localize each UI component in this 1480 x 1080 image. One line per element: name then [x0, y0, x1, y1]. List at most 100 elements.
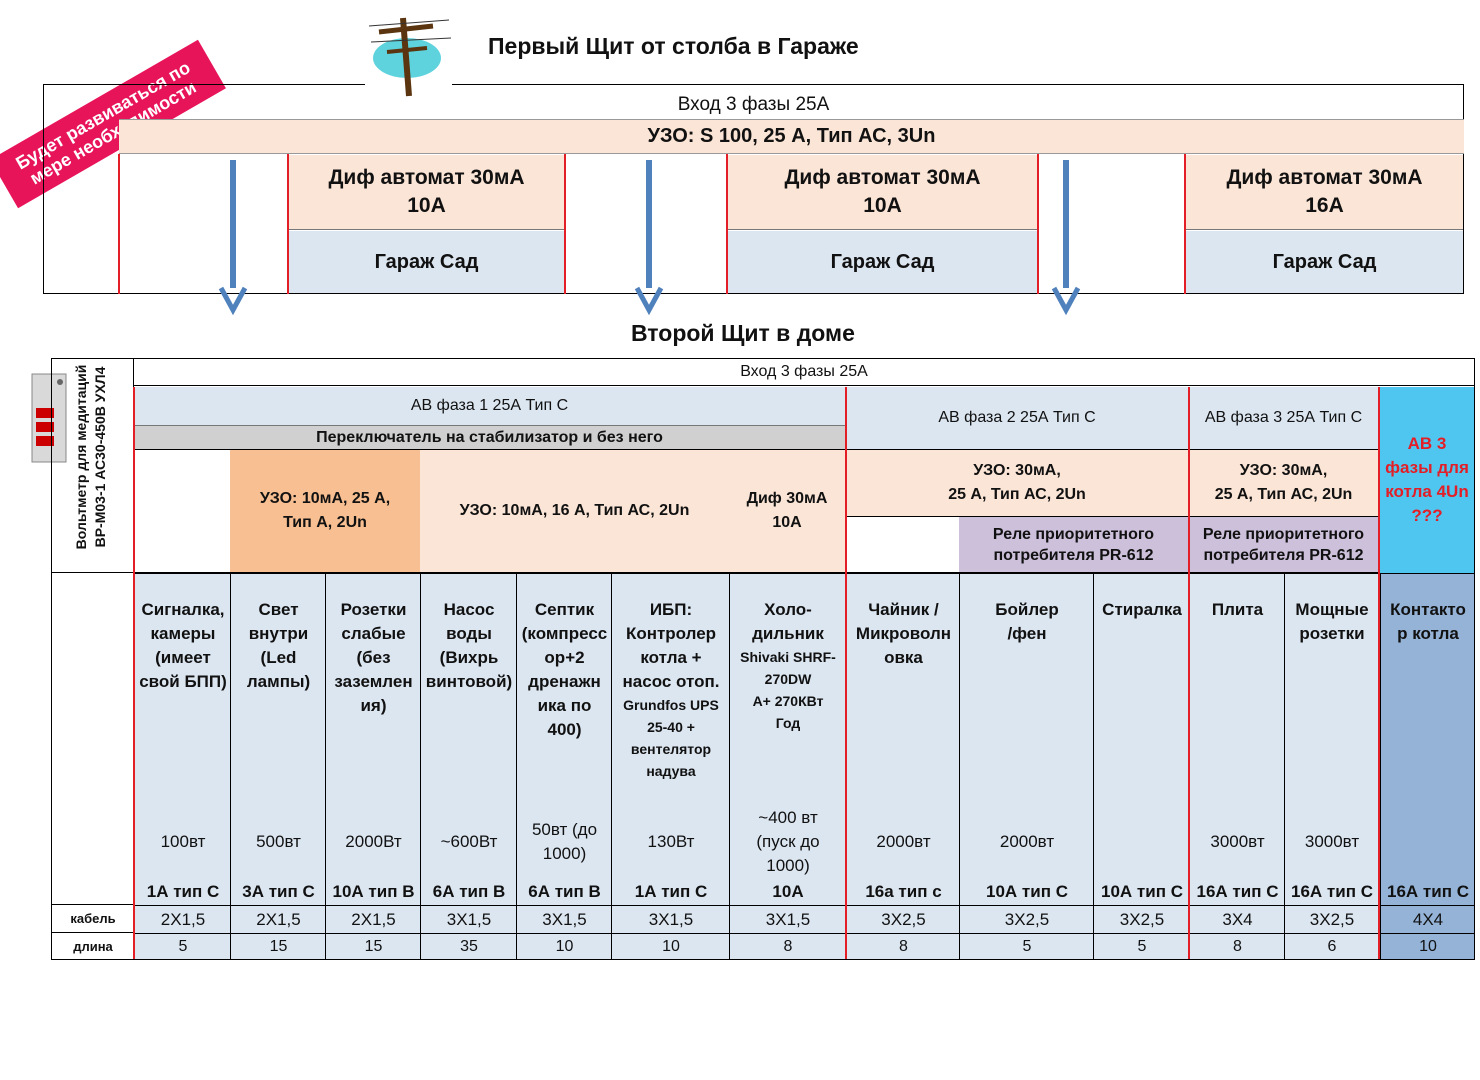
- circuit-cable: 3Х2,5: [960, 905, 1094, 933]
- circuit-cable: 3Х2,5: [1285, 905, 1379, 933]
- circuit-column: Сигналка, камеры (имеет свой БПП) 100вт 1А…: [134, 573, 231, 960]
- garage-breaker-2: Диф автомат 30мА 10А: [728, 155, 1037, 230]
- circuit-length: 5: [135, 933, 231, 960]
- circuit-cable: 3Х1,5: [612, 905, 730, 933]
- red-divider: [287, 154, 289, 294]
- circuit-name: Свет внутри (Led лампы): [246, 600, 311, 691]
- circuit-cable: 3Х2,5: [847, 905, 960, 933]
- garage-rcd: УЗО: S 100, 25 А, Тип АС, 3Un: [119, 119, 1464, 154]
- circuit-length: 15: [326, 933, 421, 960]
- circuit-power: [1094, 802, 1190, 882]
- circuit-model: Shivaki SHRF- 270DW А+ 270КВт Год: [740, 649, 836, 731]
- circuit-power: 2000вт: [999, 832, 1055, 851]
- garage-load-2: Гараж Сад: [728, 231, 1037, 293]
- circuit-name: Бойлер /фен: [995, 600, 1059, 643]
- priority-relay-2: Реле приоритетного потребителя PR-612: [1189, 516, 1378, 573]
- circuit-breaker: 16А тип С: [1291, 882, 1373, 901]
- circuit-column: ИБП: Контролер котла + насос отоп.Grundf…: [611, 573, 730, 960]
- house-panel-frame: [51, 358, 1475, 960]
- red-divider: [1037, 154, 1039, 294]
- rcd-sockets: УЗО: 10мА, 16 А, Тип АС, 2Un: [420, 449, 729, 573]
- phase1-breaker: АВ фаза 1 25А Тип С: [134, 387, 845, 425]
- circuit-cable: 3Х1,5: [730, 905, 846, 933]
- circuit-column: Свет внутри (Led лампы) 500вт 3А тип С 2Х1,…: [230, 573, 326, 959]
- garage-load-1: Гараж Сад: [289, 231, 564, 293]
- circuit-breaker: 10А тип В: [332, 882, 415, 901]
- garage-breaker-3: Диф автомат 30мА 16А: [1186, 155, 1463, 230]
- circuit-breaker: 6А тип В: [528, 882, 601, 901]
- length-row-label: длина: [52, 932, 134, 959]
- garage-breaker-1: Диф автомат 30мА 10А: [289, 155, 564, 230]
- red-divider: [1184, 154, 1186, 294]
- circuit-name: Стиралка: [1102, 600, 1182, 619]
- garage-panel-frame: [43, 85, 1464, 294]
- circuit-cable: 3Х1,5: [421, 905, 517, 933]
- red-divider: [726, 154, 728, 294]
- red-divider: [845, 387, 847, 959]
- circuit-power: 2000вт: [876, 832, 931, 851]
- house-panel-title: Второй Щит в доме: [631, 320, 855, 346]
- circuit-name: Контакто р котла: [1390, 600, 1466, 643]
- circuit-name: Септик (компресс ор+2 дренажн ика по 400…: [521, 600, 608, 739]
- red-divider: [564, 154, 566, 294]
- circuit-length: 8: [1190, 933, 1285, 960]
- circuit-power: ~600Вт: [440, 832, 498, 851]
- circuit-cable: 3Х4: [1190, 905, 1285, 933]
- garage-load-3: Гараж Сад: [1186, 231, 1463, 293]
- circuit-cable: 2Х1,5: [326, 905, 421, 933]
- cable-row-label: кабель: [52, 904, 134, 932]
- red-divider: [1378, 387, 1380, 959]
- circuit-name: ИБП: Контролер котла + насос отоп.: [622, 600, 720, 691]
- red-divider: [118, 154, 120, 294]
- boiler-3phase-breaker: АВ 3 фазы для котла 4Un ???: [1380, 387, 1474, 573]
- circuit-breaker: 3А тип С: [242, 882, 315, 901]
- rcd-phase3: УЗО: 30мА, 25 А, Тип АС, 2Un: [1189, 449, 1378, 516]
- circuit-breaker: 16А тип С: [1196, 882, 1279, 901]
- arrow-down-icon: [634, 160, 664, 316]
- circuit-cable: 3Х1,5: [517, 905, 612, 933]
- red-divider: [1188, 387, 1190, 959]
- circuit-power: [1381, 802, 1475, 882]
- garage-input-label: Вход 3 фазы 25А: [677, 94, 830, 115]
- circuit-length: 10: [612, 933, 730, 960]
- circuit-column: Септик (компресс ор+2 дренажн ика по 400…: [516, 573, 612, 960]
- circuit-breaker: 10А тип С: [986, 882, 1068, 901]
- circuit-cable: 2Х1,5: [231, 905, 326, 933]
- red-divider: [133, 387, 135, 959]
- garage-panel-title: Первый Щит от столба в Гараже: [488, 33, 859, 59]
- circuit-length: 10: [1381, 933, 1475, 960]
- circuit-breaker: 16А тип С: [1387, 882, 1469, 901]
- circuit-name: Чайник / Микроволн овка: [855, 600, 952, 667]
- circuit-breaker: 1А тип С: [146, 882, 220, 901]
- arrow-down-icon: [218, 160, 248, 316]
- phase2-breaker: АВ фаза 2 25А Тип С: [846, 387, 1188, 449]
- circuit-power: 130Вт: [647, 832, 695, 851]
- rcd-empty-cell: [134, 449, 230, 573]
- circuit-length: 5: [1094, 933, 1190, 960]
- circuit-cable: 4Х4: [1381, 905, 1475, 933]
- circuit-name: Сигналка, камеры (имеет свой БПП): [139, 600, 227, 691]
- circuit-cable: 2Х1,5: [135, 905, 231, 933]
- voltmeter-icon: [28, 372, 70, 464]
- circuit-breaker: 16а тип с: [865, 882, 942, 901]
- circuit-length: 8: [730, 933, 846, 960]
- circuit-name: Розетки слабые (без заземлен ия): [334, 600, 413, 715]
- circuit-breaker: 6А тип В: [432, 882, 506, 901]
- circuit-breaker: 10А: [772, 882, 804, 901]
- circuit-cable: 3Х2,5: [1094, 905, 1190, 933]
- circuit-name: Мощные розетки: [1295, 600, 1369, 643]
- circuit-length: 10: [517, 933, 612, 960]
- circuit-power: 100вт: [160, 832, 206, 851]
- circuit-power: 3000вт: [1304, 832, 1360, 851]
- voltmeter-label: Вольтметр для медитаций ВР-М03-1 АС30-45…: [73, 364, 108, 550]
- circuit-power: 500вт: [256, 832, 301, 851]
- label-column-bottom: [52, 573, 134, 959]
